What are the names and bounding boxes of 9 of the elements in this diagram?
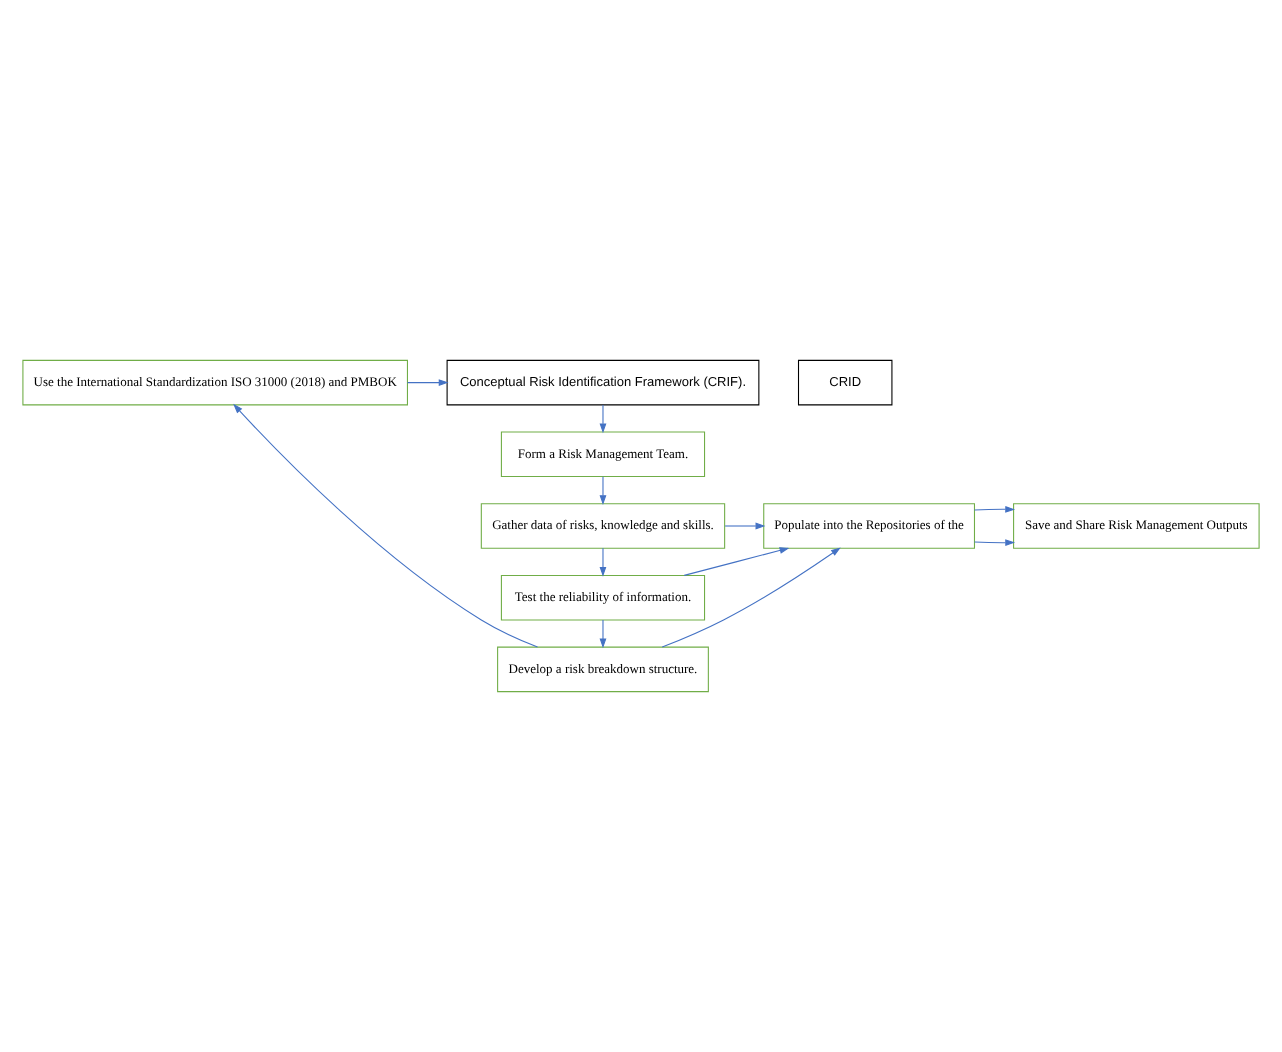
arrow <box>599 619 607 649</box>
arrow <box>974 539 1016 547</box>
arrow <box>599 547 607 577</box>
arrow <box>599 476 607 505</box>
arrow <box>599 404 607 434</box>
arrow <box>683 547 790 576</box>
arrow <box>407 379 449 387</box>
arrow <box>724 522 766 530</box>
arrow <box>974 505 1016 513</box>
